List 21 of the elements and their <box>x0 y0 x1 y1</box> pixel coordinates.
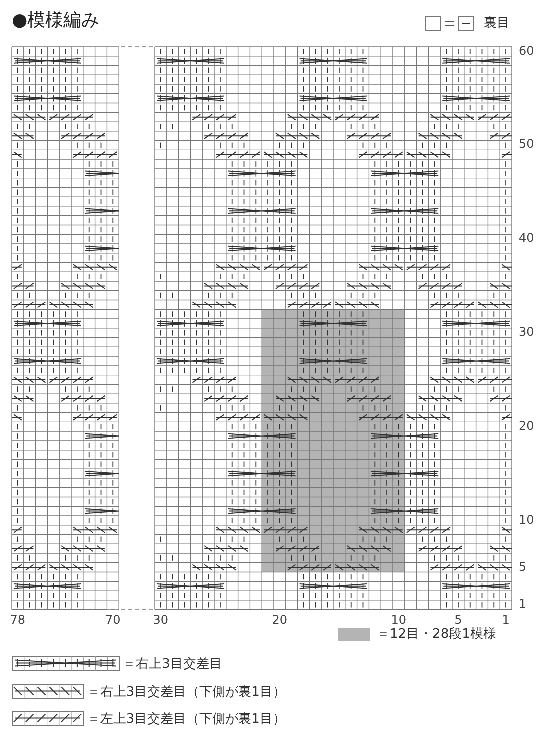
column-number: 10 <box>391 612 407 627</box>
chart-title: ●模様編み <box>12 9 100 32</box>
row-number: 50 <box>519 137 534 152</box>
row-number: 60 <box>519 44 534 58</box>
legend-text: 裏目 <box>484 15 510 32</box>
row-number: 5 <box>519 560 527 574</box>
row-number: 10 <box>519 512 534 527</box>
column-number: 20 <box>272 612 288 627</box>
column-number: 1 <box>502 612 510 627</box>
row-number: 1 <box>519 597 527 612</box>
legend-text: ＝左上3目交差目（下側が裏1目） <box>87 711 286 728</box>
legend-text: ＝右上3目交差目（下側が裏1目） <box>87 684 286 701</box>
legend-text: ＝12目・28段1模様 <box>377 626 496 643</box>
row-number: 20 <box>519 418 534 433</box>
row-number: 30 <box>519 325 534 340</box>
column-number: 5 <box>454 612 462 627</box>
legend-text: ＝右上3目交差目 <box>123 656 222 673</box>
row-number: 40 <box>519 231 534 246</box>
column-number: 70 <box>106 612 121 627</box>
column-number: 78 <box>10 612 26 627</box>
column-number: 30 <box>153 612 169 627</box>
